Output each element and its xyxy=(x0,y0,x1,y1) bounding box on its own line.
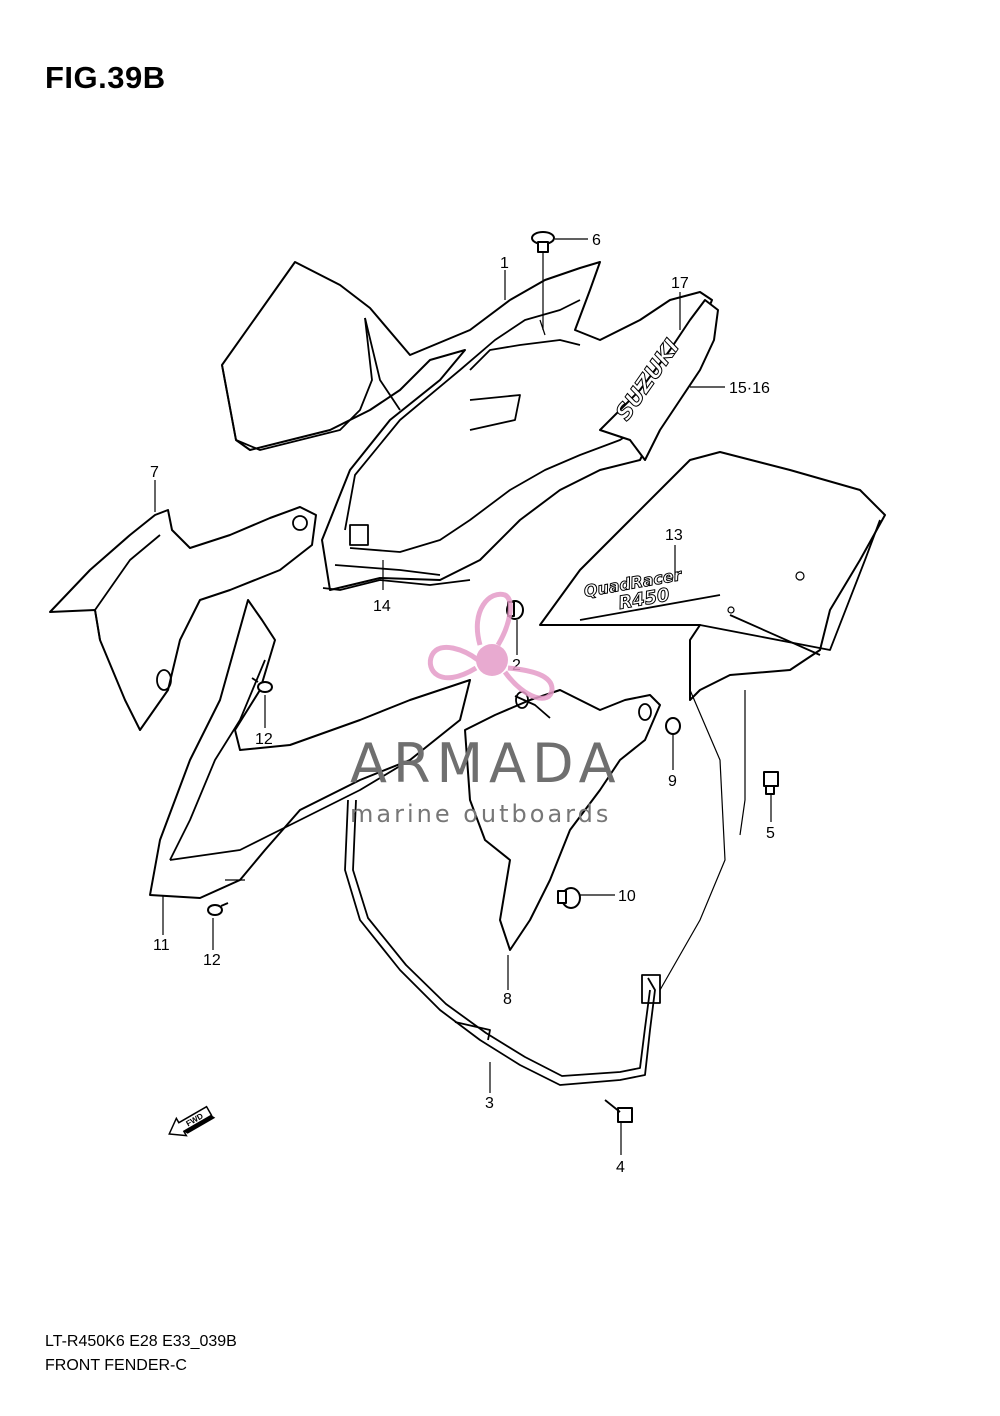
callout-5: 5 xyxy=(766,825,775,842)
callout-14: 14 xyxy=(373,598,391,615)
fastener-4-bolt xyxy=(604,1099,633,1123)
fastener-6-grommet xyxy=(531,231,555,253)
callout-2: 2 xyxy=(512,657,521,674)
leader-lines xyxy=(154,238,772,1155)
watermark-brand: ARMADA xyxy=(350,732,622,795)
diagram-name: FRONT FENDER-C xyxy=(45,1357,187,1374)
part-1-front-fender xyxy=(221,261,713,591)
callout-6: 6 xyxy=(592,232,601,249)
watermark-tagline: marine outboards xyxy=(350,800,611,828)
part-11-lower-left-fender xyxy=(149,599,471,899)
part-14-fender-liner xyxy=(322,579,471,591)
callout-4: 4 xyxy=(616,1159,625,1176)
callout-7: 7 xyxy=(150,464,159,481)
fastener-5-bolt xyxy=(763,771,779,795)
callout-10: 10 xyxy=(618,888,636,905)
callout-9: 9 xyxy=(668,773,677,790)
fastener-12a-screw xyxy=(251,677,273,693)
part-13-right-fender-panel: QuadRacer R450 xyxy=(539,451,886,701)
callout-17: 17 xyxy=(671,275,689,292)
figure-title: FIG.39B xyxy=(45,60,166,95)
part-7-left-side-cover xyxy=(49,506,317,731)
callout-12-lower: 12 xyxy=(203,952,221,969)
callout-15-16: 15·16 xyxy=(729,380,770,397)
callout-8: 8 xyxy=(503,991,512,1008)
callout-1: 1 xyxy=(500,255,509,272)
fastener-10-clip xyxy=(557,887,581,909)
fastener-9-clip xyxy=(665,717,681,735)
callout-13: 13 xyxy=(665,527,683,544)
callout-11: 11 xyxy=(153,937,170,954)
callout-12-upper: 12 xyxy=(255,731,273,748)
extension-line-right xyxy=(659,689,726,991)
callout-3: 3 xyxy=(485,1095,494,1112)
extension-line-5 xyxy=(739,690,746,836)
diagram-code: LT-R450K6 E28 E33_039B xyxy=(45,1333,237,1350)
fwd-arrow-icon: FWD xyxy=(168,1105,216,1137)
watermark-logo-icon xyxy=(427,591,555,701)
fastener-12b-screw xyxy=(207,902,229,916)
